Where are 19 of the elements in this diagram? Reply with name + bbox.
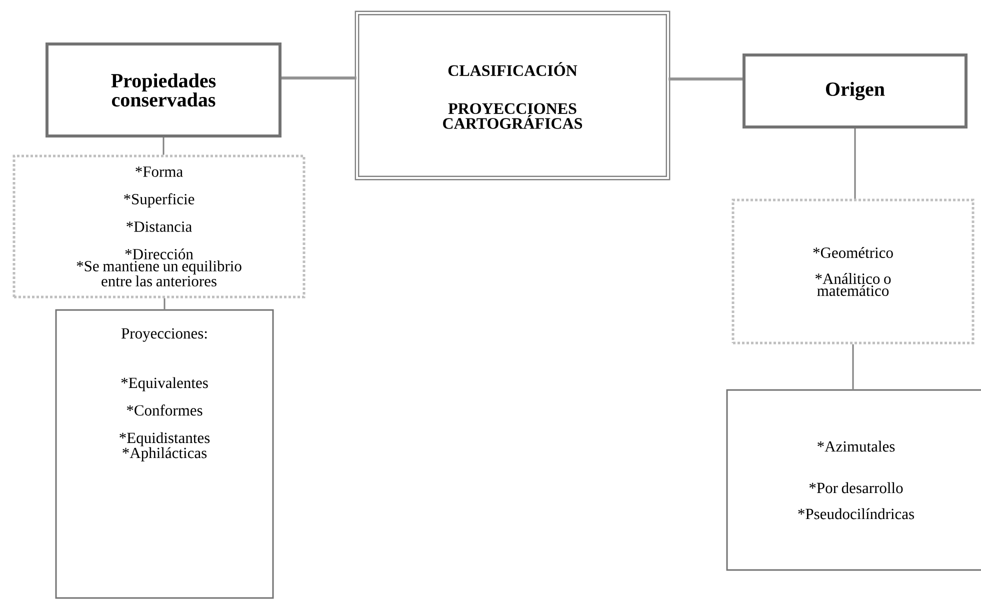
- node-label: *Aphilácticas: [122, 447, 207, 462]
- title-box: CLASIFICACIÓN PROYECCIONES CARTOGRÁFICAS: [354, 10, 670, 180]
- connector-line: [162, 138, 164, 155]
- node-label: Proyecciones:: [121, 328, 207, 342]
- list-box: *Forma *Superficie *Distancia *Dirección *Se mantiene un equilibrio entre las anteriores: [12, 154, 306, 298]
- list-box: *Geométrico *Análitico o matemático: [732, 198, 974, 344]
- list-text: Proyecciones: *Equivalentes *Conformes *Equidistantes *Aphilácticas: [120, 328, 210, 462]
- connector-line: [164, 298, 166, 310]
- connector-line: [282, 76, 356, 80]
- list-box: [55, 309, 274, 599]
- node-label: *Conformes: [126, 404, 202, 416]
- connector-line: [854, 128, 856, 199]
- category-box: Origen: [742, 54, 968, 128]
- node-label: *Equivalentes: [121, 377, 208, 392]
- category-box: Propiedades conservadas: [46, 42, 282, 138]
- list-box: *Azimutales *Por desarrollo *Pseudocilíndricas: [726, 389, 981, 571]
- node-label: *Equidistantes: [120, 432, 210, 446]
- connector-line: [852, 344, 854, 390]
- connector-line: [668, 78, 742, 80]
